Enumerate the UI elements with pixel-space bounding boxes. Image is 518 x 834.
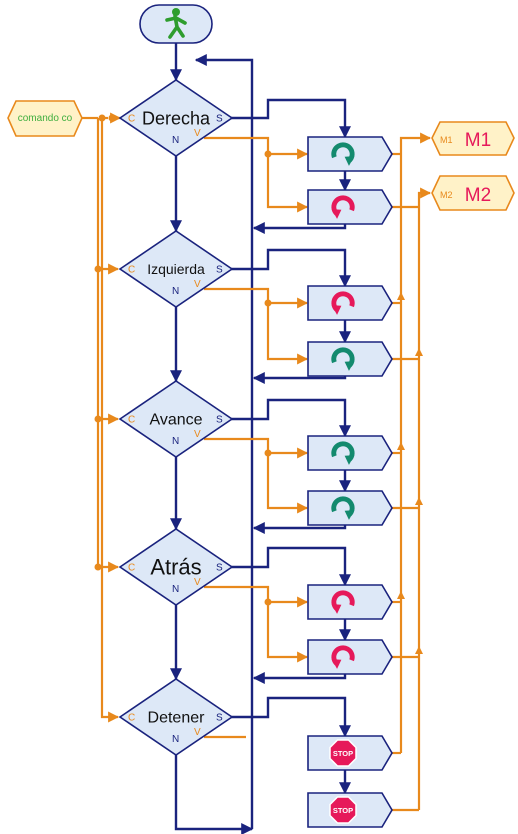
decision-atrs[interactable]: Atrás C S V N <box>118 528 234 606</box>
no-n-label: N <box>172 135 179 146</box>
v-to-m2-block <box>266 303 309 365</box>
decision-label: Izquierda <box>147 261 205 277</box>
condition-c-label: C <box>128 114 135 125</box>
v-to-m1-block <box>204 287 309 309</box>
motor-block-9[interactable]: STOP <box>307 735 393 771</box>
s-branch <box>226 546 351 587</box>
yes-s-label: S <box>216 114 223 125</box>
bus-m2 <box>417 187 432 810</box>
v-to-m2-block <box>266 154 309 213</box>
value-v-label: V <box>194 429 201 440</box>
no-n-label: N <box>172 286 179 297</box>
start-node[interactable] <box>139 4 213 44</box>
motor-block-4[interactable] <box>307 341 393 377</box>
yes-s-label: S <box>216 713 223 724</box>
connectors <box>82 43 432 834</box>
condition-c-label: C <box>128 563 135 574</box>
bus-arrow <box>415 497 423 505</box>
v-to-m2-block <box>266 602 309 663</box>
decision-label: Detener <box>148 710 206 727</box>
final-no-branch <box>174 755 254 834</box>
condition-c-label: C <box>128 713 135 724</box>
output-m1-small: M1 <box>440 135 453 145</box>
v-to-m2-block <box>266 453 309 514</box>
motor-block-1[interactable] <box>307 136 393 172</box>
bus-arrow <box>397 442 405 450</box>
output-m1-name: M1 <box>465 130 491 151</box>
decision-label: Atrás <box>150 555 201 580</box>
motor-block-7[interactable] <box>307 584 393 620</box>
v-to-m1-block <box>204 437 309 459</box>
input-bus-a <box>100 118 120 723</box>
value-v-label: V <box>194 128 201 139</box>
value-v-label: V <box>194 279 201 290</box>
bus-arrow <box>415 348 423 356</box>
decision-izquierda[interactable]: Izquierda C S V N <box>118 230 234 308</box>
motor-block-6[interactable] <box>307 490 393 526</box>
decision-avance[interactable]: Avance C S V N <box>118 380 234 458</box>
no-n-label: N <box>172 436 179 447</box>
walking-figure-icon <box>165 8 187 39</box>
bus-m1 <box>399 132 432 753</box>
input-comando[interactable]: comando co <box>7 100 83 137</box>
s-branch <box>226 98 351 139</box>
output-m1[interactable]: M1 M1 <box>431 121 515 156</box>
v-to-m1-block <box>204 585 309 608</box>
input-label: comando co <box>18 113 73 124</box>
motor-block-3[interactable] <box>307 285 393 321</box>
value-v-label: V <box>194 727 201 738</box>
motor-block-8[interactable] <box>307 639 393 675</box>
loop-return <box>194 54 254 829</box>
back-to-loop <box>252 672 347 684</box>
yes-s-label: S <box>216 415 223 426</box>
condition-c-label: C <box>128 415 135 426</box>
stop-text: STOP <box>333 749 353 758</box>
decision-label: Derecha <box>142 108 211 128</box>
s-branch <box>226 398 351 438</box>
stop-text: STOP <box>333 806 353 815</box>
decision-label: Avance <box>149 412 202 429</box>
output-m2-name: M2 <box>465 185 491 206</box>
s-branch <box>226 248 351 288</box>
condition-c-label: C <box>128 265 135 276</box>
bus-arrow <box>415 646 423 654</box>
decision-detener[interactable]: Detener C S V N <box>118 678 234 756</box>
yes-s-label: S <box>216 265 223 276</box>
output-m2-small: M2 <box>440 190 453 200</box>
yes-s-label: S <box>216 563 223 574</box>
motor-block-10[interactable]: STOP <box>307 792 393 828</box>
value-v-label: V <box>194 577 201 588</box>
no-n-label: N <box>172 734 179 745</box>
back-to-loop <box>252 522 347 534</box>
s-branch <box>226 696 351 738</box>
motor-block-2[interactable] <box>307 189 393 225</box>
decision-derecha[interactable]: Derecha C S V N <box>118 79 234 157</box>
v-to-m1-block <box>204 136 309 160</box>
back-to-loop <box>252 222 347 234</box>
output-m2[interactable]: M2 M2 <box>431 175 515 211</box>
no-n-label: N <box>172 584 179 595</box>
bus-arrow <box>397 292 405 300</box>
motor-block-5[interactable] <box>307 435 393 471</box>
bus-arrow <box>397 591 405 599</box>
